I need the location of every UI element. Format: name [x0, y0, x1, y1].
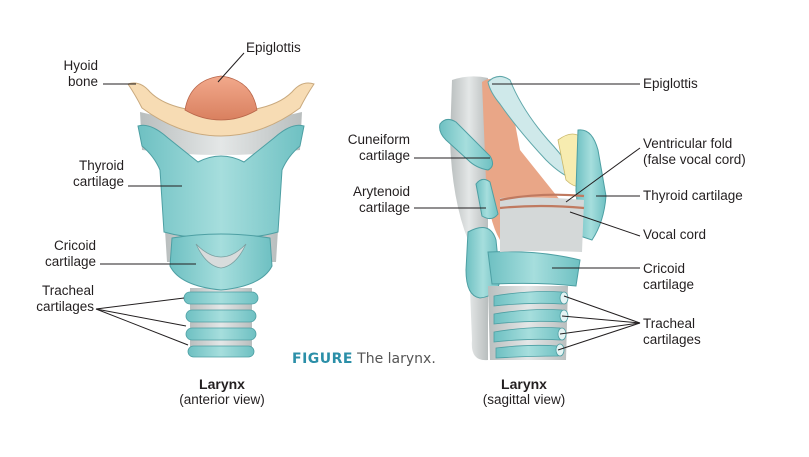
cricoid-notch [195, 243, 247, 269]
leader-tracheal-sagittal [557, 322, 641, 351]
label-thyroid-cartilage-anterior: Thyroid cartilage [30, 158, 124, 190]
tracheal-ring [187, 345, 255, 358]
label-hyoid-bone: Hyoid bone [40, 58, 98, 90]
tracheal-ring [185, 309, 257, 323]
leader-tracheal-sagittal [559, 322, 641, 335]
label-cuneiform-line1: Cuneiform [347, 132, 410, 147]
label-cuneiform-cartilage: Cuneiform cartilage [320, 132, 410, 164]
label-tracheal-line2: cartilages [36, 299, 94, 314]
label-ventricular-line2: (false vocal cord) [643, 152, 746, 167]
tracheal-ring [183, 291, 259, 305]
anterior-view-title: Larynx [199, 376, 245, 392]
label-cricoid-sag-line2: cartilage [643, 277, 695, 292]
ring-end [555, 343, 565, 357]
leader-tracheal-sagittal [561, 315, 641, 324]
sagittal-view-caption: Larynx (sagittal view) [462, 376, 586, 408]
cricoid-arch [487, 251, 581, 287]
label-cricoid-cartilage-sagittal: Cricoid cartilage [643, 261, 694, 293]
label-tracheal-line1: Tracheal [41, 283, 94, 298]
leader-tracheal-anterior [95, 308, 187, 327]
label-arytenoid-line1: Arytenoid [352, 184, 410, 199]
label-tracheal-sag-line1: Tracheal [643, 316, 696, 331]
leader-epiglottis-anterior [217, 52, 245, 83]
label-hyoid-line1: Hyoid [63, 58, 98, 73]
anterior-view-subtitle: (anterior view) [179, 392, 265, 407]
label-thyroid-line2: cartilage [72, 174, 124, 189]
tracheal-ring [495, 344, 562, 359]
label-arytenoid-line2: cartilage [358, 200, 410, 215]
leader-ventricular-fold [565, 147, 641, 203]
figure-caption-text: The larynx. [357, 351, 436, 367]
figure-word: FIGURE [292, 351, 353, 367]
ring-end [559, 291, 569, 305]
hyoid-bone-shape [127, 82, 315, 137]
sagittal-view-title: Larynx [501, 376, 547, 392]
vocal-cord-line [499, 204, 585, 210]
label-cricoid-sag-line1: Cricoid [643, 261, 686, 276]
label-epiglottis-anterior: Epiglottis [246, 40, 301, 55]
label-tracheal-cartilages-sagittal: Tracheal cartilages [643, 316, 701, 348]
label-hyoid-line2: bone [67, 74, 98, 89]
label-tracheal-sag-line2: cartilages [643, 332, 701, 347]
anterior-view-drawing [127, 75, 315, 358]
label-epiglottis-sagittal: Epiglottis [643, 76, 698, 91]
label-ventricular-fold: Ventricular fold (false vocal cord) [643, 136, 746, 168]
leader-vocal-cord [569, 211, 641, 237]
thyroid-cartilage-shape [137, 124, 305, 238]
label-ventricular-line1: Ventricular fold [643, 136, 733, 151]
label-tracheal-cartilages-anterior: Tracheal cartilages [14, 283, 94, 315]
figure-caption: FIGURE The larynx. [292, 350, 436, 367]
label-arytenoid-cartilage: Arytenoid cartilage [320, 184, 410, 216]
label-cricoid-line1: Cricoid [53, 238, 96, 253]
cricothyroid-region [500, 197, 584, 252]
label-vocal-cord: Vocal cord [643, 227, 707, 242]
epiglottis-shape [184, 75, 258, 121]
label-cuneiform-line2: cartilage [358, 148, 410, 163]
sagittal-view-subtitle: (sagittal view) [482, 392, 566, 407]
label-thyroid-cartilage-sagittal: Thyroid cartilage [643, 188, 743, 203]
leader-tracheal-sagittal [563, 295, 641, 324]
leader-tracheal-anterior [95, 308, 189, 346]
sagittal-view-drawing [439, 76, 607, 361]
leader-tracheal-anterior [95, 297, 185, 310]
cuneiform-cartilage-shape [439, 118, 494, 171]
label-thyroid-line1: Thyroid [78, 158, 124, 173]
label-cricoid-line2: cartilage [44, 254, 96, 269]
anterior-view-caption: Larynx (anterior view) [160, 376, 284, 408]
label-cricoid-cartilage-anterior: Cricoid cartilage [20, 238, 96, 270]
tracheal-ring [185, 327, 257, 341]
arytenoid-cartilage-shape [475, 178, 499, 220]
leader-lines [95, 52, 641, 351]
posterior-membrane [450, 76, 488, 361]
